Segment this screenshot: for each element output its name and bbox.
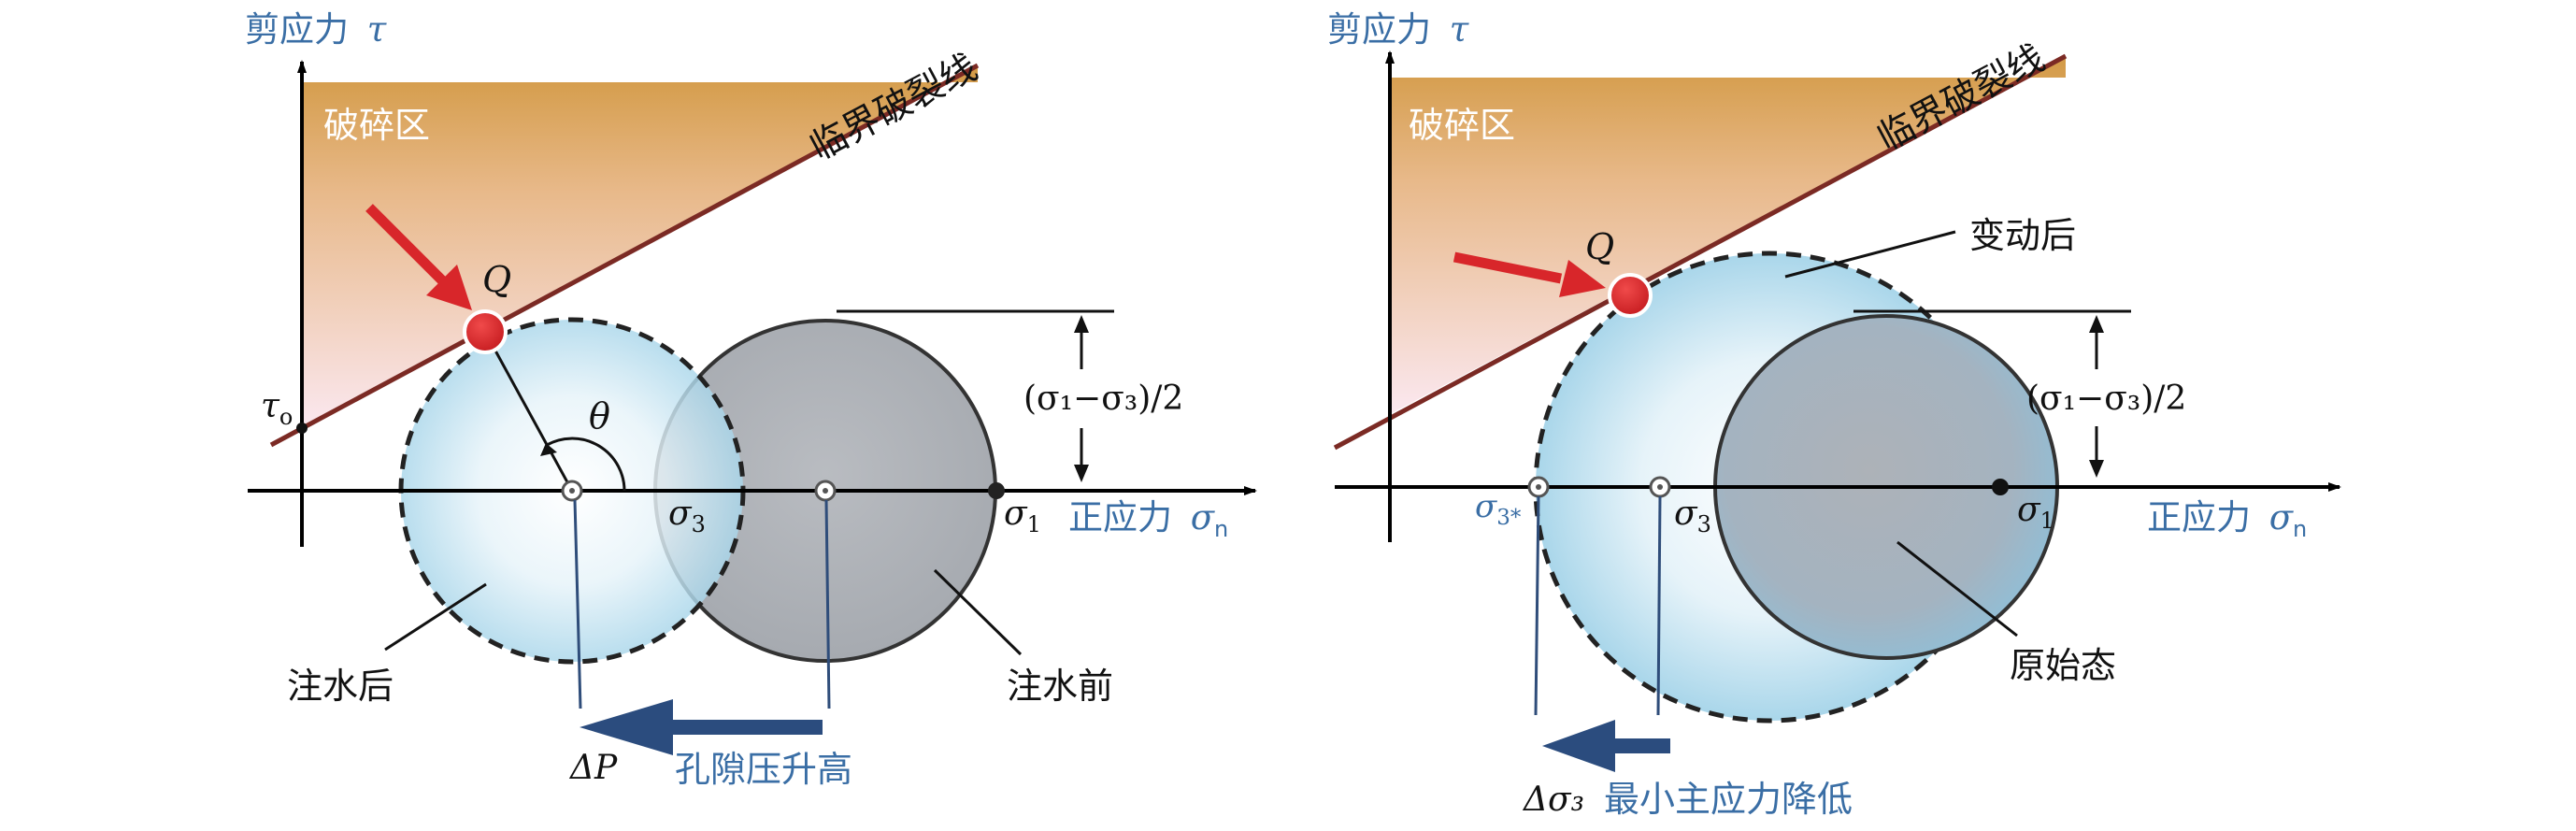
- left-x-axis-label: 正应力: [1068, 497, 1172, 537]
- right-y-axis-symbol: τ: [1450, 9, 1469, 50]
- left-center-before-marker: [814, 480, 837, 502]
- left-theta-label: θ: [589, 395, 610, 437]
- left-tau0-point: [296, 423, 308, 434]
- right-x-axis-symbol: σ: [2269, 497, 2295, 537]
- svg-text:σ3: σ3: [668, 494, 706, 537]
- right-sigma3star-symbol: σ: [1475, 488, 1497, 525]
- left-panel: 剪应力 τ 破碎区 临界破裂线 Q τo θ σ3 σ1 正应力 σn (σ₁−…: [245, 9, 1257, 790]
- right-original-label: 原始态: [2010, 645, 2116, 686]
- right-changed-label: 变动后: [1969, 215, 2076, 256]
- right-point-q: [1608, 273, 1653, 318]
- right-sigma1-point: [1992, 479, 2009, 495]
- right-x-axis-sub: n: [2293, 516, 2307, 542]
- left-delta-label: ΔP: [568, 749, 618, 787]
- right-sigma3star-marker: [1527, 476, 1550, 498]
- right-delta-label: Δσ₃: [1522, 781, 1584, 819]
- left-x-axis-symbol: σ: [1191, 497, 1216, 537]
- left-red-arrow: [365, 204, 472, 310]
- svg-text:σ1: σ1: [1004, 494, 1041, 537]
- left-radius-dim-arrow-down: [1074, 428, 1089, 482]
- left-shift-label: 孔隙压升高: [675, 749, 852, 790]
- svg-text:正应力 σn: 正应力 σn: [1068, 497, 1228, 542]
- svg-text:剪应力 τ: 剪应力 τ: [1327, 9, 1469, 50]
- right-radius-dim-arrow-down: [2089, 426, 2104, 478]
- left-after-label: 注水后: [287, 666, 394, 707]
- left-vline-before: [824, 499, 831, 709]
- right-shift-arrow: [1542, 720, 1670, 772]
- left-y-axis-symbol: τ: [367, 9, 387, 50]
- left-radius-dim-arrow-up: [1074, 315, 1089, 369]
- right-sigma1-sub: 1: [2040, 508, 2054, 534]
- right-radius-formula: (σ₁−σ₃)/2: [2026, 380, 2186, 418]
- right-failure-line: [1333, 53, 2068, 451]
- left-radius-formula: (σ₁−σ₃)/2: [1023, 380, 1183, 418]
- left-tau0-sub: o: [279, 404, 293, 430]
- left-radius-line: [483, 331, 574, 492]
- right-point-q-label: Q: [1585, 226, 1614, 267]
- left-sigma1-point: [988, 482, 1005, 499]
- right-red-arrow: [1453, 251, 1606, 297]
- left-shift-arrow: [580, 699, 823, 755]
- svg-text:σ3*: σ3*: [1475, 488, 1522, 530]
- right-panel: 剪应力 τ 破碎区 临界破裂线 Q 变动后 (σ₁−σ₃)/2 σ3* σ3 σ…: [1327, 9, 2341, 820]
- right-sigma1-symbol: σ: [2017, 491, 2041, 529]
- right-sigma3-marker: [1649, 476, 1671, 498]
- left-leader-before: [933, 568, 1023, 656]
- right-vline-sigma3: [1656, 495, 1662, 716]
- svg-text:正应力 σn: 正应力 σn: [2147, 497, 2307, 542]
- left-tau0-symbol: τ: [261, 387, 280, 425]
- right-sigma3-sub: 3: [1697, 511, 1711, 537]
- right-x-axis-label: 正应力: [2147, 497, 2251, 537]
- left-x-axis-sub: n: [1214, 516, 1228, 542]
- svg-text:σ3: σ3: [1674, 494, 1711, 537]
- right-leader-original: [1896, 540, 2018, 638]
- left-y-axis-label: 剪应力: [245, 9, 349, 50]
- svg-text:τo: τo: [261, 387, 293, 430]
- left-center-after-marker: [561, 480, 583, 502]
- left-point-q-label: Q: [482, 259, 511, 300]
- left-theta-arc: [546, 437, 626, 492]
- right-leader-changed: [1784, 230, 1956, 279]
- left-before-label: 注水前: [1007, 666, 1113, 707]
- right-sigma3-symbol: σ: [1674, 494, 1698, 533]
- left-sigma3-sub: 3: [692, 511, 706, 537]
- left-theta-arrowhead: [540, 443, 557, 456]
- left-leader-after: [384, 582, 487, 652]
- left-vline-after: [573, 499, 582, 709]
- right-zone-label: 破碎区: [1409, 105, 1515, 146]
- svg-text:σ1: σ1: [2017, 491, 2054, 534]
- right-shift-label: 最小主应力降低: [1604, 779, 1853, 820]
- right-radius-dim-arrow-up: [2089, 315, 2104, 369]
- left-sigma1-symbol: σ: [1004, 494, 1028, 533]
- left-sigma1-sub: 1: [1027, 511, 1041, 537]
- right-vline-sigma3star: [1534, 495, 1540, 716]
- left-failure-line: [269, 63, 980, 448]
- right-sigma3star-sub: 3*: [1496, 506, 1522, 530]
- left-zone-label: 破碎区: [323, 105, 430, 146]
- left-point-q: [463, 309, 508, 354]
- svg-text:剪应力 τ: 剪应力 τ: [245, 9, 387, 50]
- right-y-axis-label: 剪应力: [1327, 9, 1431, 50]
- left-sigma3-symbol: σ: [668, 494, 693, 533]
